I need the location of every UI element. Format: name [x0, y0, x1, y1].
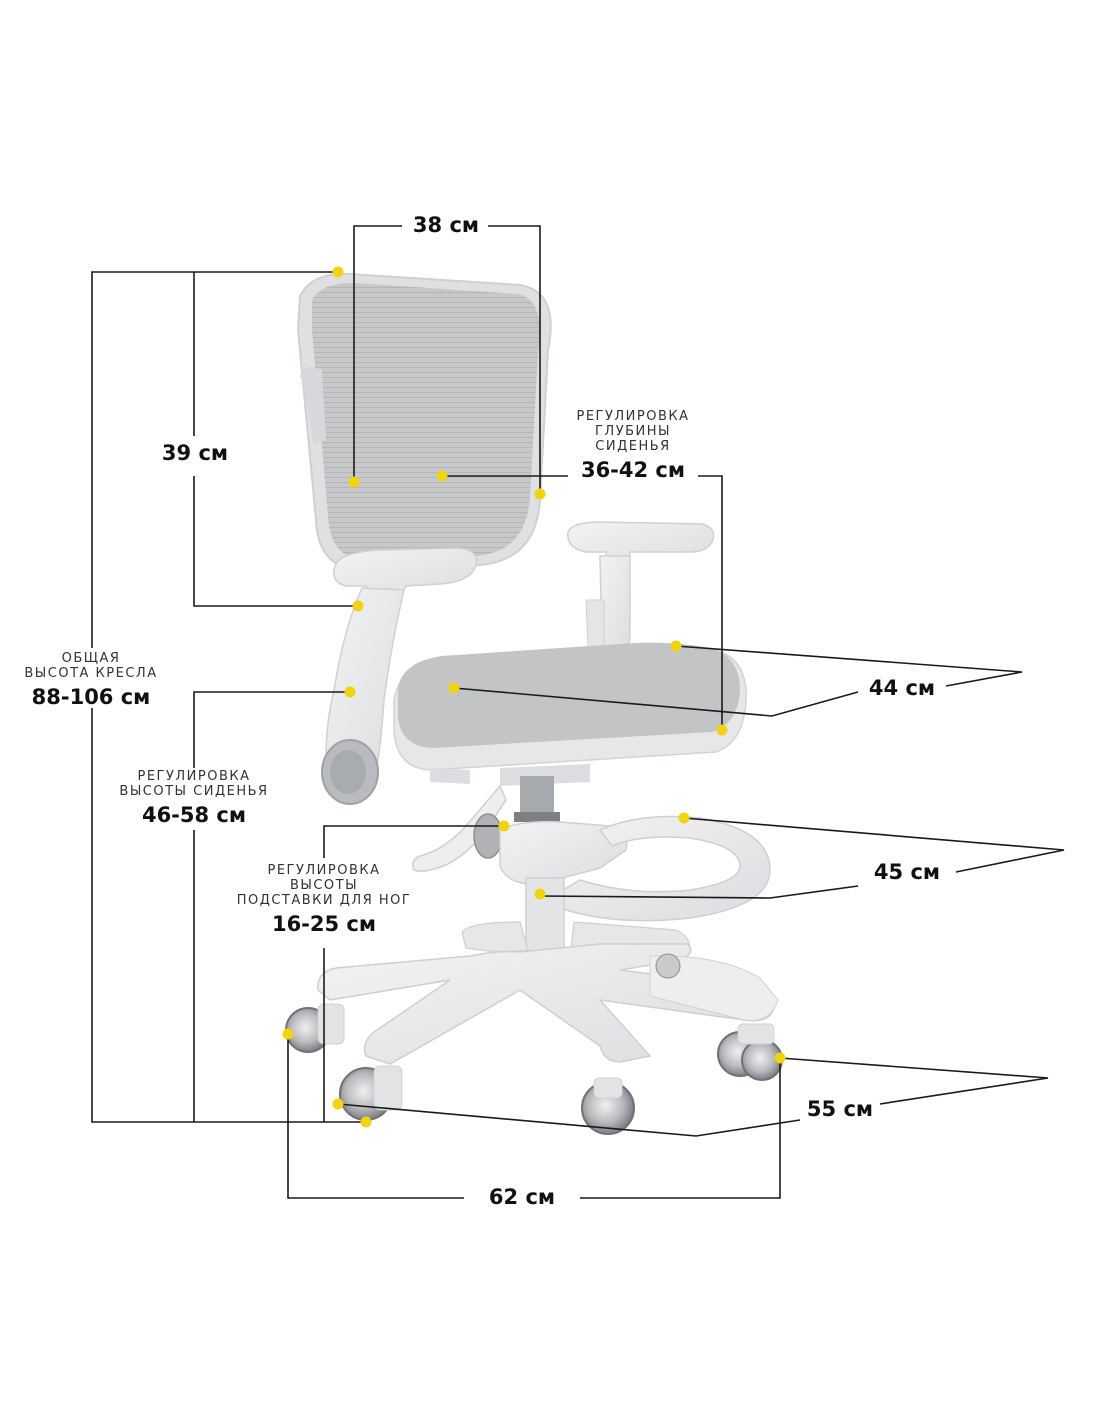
- dim-back-height: [193, 272, 358, 607]
- footrest-ring: [544, 815, 771, 922]
- dim-back-width: [353, 225, 541, 494]
- footrest-knob: [473, 813, 503, 859]
- label-total-height: ОБЩАЯ ВЫСОТА КРЕСЛА 88-106 см: [8, 651, 174, 709]
- seat-depth-caption-2: ГЛУБИНЫ: [594, 423, 671, 439]
- point-floor: [360, 1116, 372, 1128]
- point-seat-front: [716, 724, 728, 736]
- point-footrest-back: [678, 812, 690, 824]
- backrest-side: [300, 366, 326, 444]
- point-wheel-left: [282, 1028, 294, 1040]
- base-width-value: 62 см: [488, 1185, 556, 1209]
- footrest-width-value: 45 см: [873, 860, 941, 884]
- dimension-lines: [91, 225, 1065, 1199]
- dim-seat-depth: [442, 475, 723, 730]
- total-height-caption-1: ОБЩАЯ: [61, 651, 121, 666]
- dim-seat-height: [193, 691, 350, 1122]
- height-lever: [412, 784, 507, 872]
- label-back-width: 38 см: [404, 213, 488, 237]
- seat-height-value: 46-58 см: [141, 802, 247, 827]
- chair-illustration: [285, 272, 783, 1135]
- seat-cushion: [398, 642, 740, 748]
- point-back-top: [332, 266, 344, 278]
- armrest-right: [567, 521, 715, 567]
- base-depth-value: 55 см: [806, 1097, 874, 1121]
- point-wheel-right: [774, 1052, 786, 1064]
- footrest-height-caption-1: РЕГУЛИРОВКА: [267, 863, 381, 878]
- dim-footrest-width: [539, 817, 1065, 899]
- footrest-height-caption-2: ВЫСОТЫ: [289, 877, 359, 893]
- seat-width-value: 44 см: [868, 676, 936, 700]
- back-height-value: 39 см: [161, 441, 229, 465]
- center-column: [525, 877, 565, 959]
- point-footrest-front: [534, 888, 546, 900]
- label-footrest-width: 45 см: [858, 860, 956, 884]
- label-base-depth: 55 см: [800, 1097, 880, 1121]
- footrest-height-caption-3: ПОДСТАВКИ ДЛЯ НОГ: [236, 892, 412, 908]
- footrest-height-value: 16-25 см: [271, 911, 377, 936]
- label-base-width: 62 см: [466, 1185, 578, 1209]
- dim-footrest-height: [323, 825, 504, 1122]
- label-footrest-height: РЕГУЛИРОВКА ВЫСОТЫ ПОДСТАВКИ ДЛЯ НОГ 16-…: [222, 863, 426, 936]
- seat-depth-caption-3: СИДЕНЬЯ: [595, 438, 671, 454]
- label-seat-width: 44 см: [858, 676, 946, 700]
- back-width-value: 38 см: [412, 213, 480, 237]
- point-seat-center: [448, 682, 460, 694]
- seat-depth-caption-1: РЕГУЛИРОВКА: [576, 409, 690, 424]
- label-seat-depth: РЕГУЛИРОВКА ГЛУБИНЫ СИДЕНЬЯ 36-42 см: [552, 409, 714, 482]
- point-back-right: [534, 488, 546, 500]
- point-armrest: [352, 600, 364, 612]
- seat-height-caption-2: ВЫСОТЫ СИДЕНЬЯ: [119, 783, 269, 799]
- armrest-left: [333, 547, 478, 601]
- dim-total-height: [91, 271, 366, 1123]
- point-wheel-front: [332, 1098, 344, 1110]
- point-footrest-knob: [498, 820, 510, 832]
- dim-base-width: [287, 1034, 781, 1199]
- dim-base-depth: [337, 1057, 1049, 1137]
- measurement-points: [282, 266, 786, 1128]
- seat-height-caption-1: РЕГУЛИРОВКА: [137, 769, 251, 784]
- backrest-mesh: [312, 282, 540, 560]
- label-back-height: 39 см: [150, 441, 240, 465]
- point-seat-back: [670, 640, 682, 652]
- total-height-value: 88-106 см: [31, 684, 151, 709]
- total-height-caption-2: ВЫСОТА КРЕСЛА: [24, 665, 158, 681]
- point-back-left: [348, 476, 360, 488]
- seat-depth-value: 36-42 см: [580, 457, 686, 482]
- point-back-center: [436, 470, 448, 482]
- label-seat-height: РЕГУЛИРОВКА ВЫСОТЫ СИДЕНЬЯ 46-58 см: [104, 769, 284, 827]
- dim-seat-width: [453, 645, 1023, 717]
- point-seat-left: [344, 686, 356, 698]
